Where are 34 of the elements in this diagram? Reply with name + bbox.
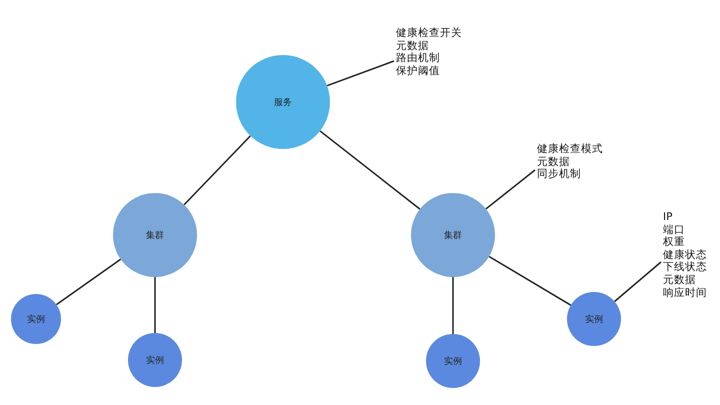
attribute-text: 健康检查模式 [537, 143, 603, 156]
connector-line [320, 130, 420, 210]
connector-line [488, 256, 572, 306]
attribute-text: 健康检查开关 [396, 27, 462, 40]
connector-line [154, 277, 156, 333]
attribute-text: 响应时间 [663, 286, 707, 300]
node-label: 实例 [444, 356, 462, 368]
attribute-text: 元数据 [396, 40, 430, 52]
instance-circle [11, 294, 61, 344]
attribute-text: IP [663, 211, 674, 224]
attribute-text: 保护阈值 [396, 64, 441, 78]
instance-circle [567, 292, 621, 346]
attribute-text: 下线状态 [663, 261, 707, 274]
attribute-text: 元数据 [663, 274, 697, 287]
connector-line [184, 135, 251, 206]
leader-line [326, 60, 394, 86]
attribute-text: 端口 [663, 224, 686, 236]
node-label: 集群 [444, 230, 462, 242]
attribute-text: 健康状态 [663, 248, 707, 261]
instance-circle [128, 333, 182, 387]
attribute-text: 元数据 [537, 156, 571, 168]
connector-line [56, 258, 122, 306]
node-label: 服务 [274, 96, 292, 108]
attribute-text: 权重 [663, 236, 686, 249]
leader-line [614, 261, 662, 302]
node-label: 集群 [146, 230, 164, 242]
node-label: 实例 [146, 354, 164, 366]
attribute-text: 同步机制 [537, 168, 582, 181]
attribute-text: 路由机制 [396, 52, 441, 65]
node-label: 实例 [27, 314, 45, 326]
instance-circle [426, 334, 480, 388]
connector-line [452, 277, 454, 334]
leader-line [485, 169, 536, 210]
node-label: 实例 [585, 314, 603, 326]
